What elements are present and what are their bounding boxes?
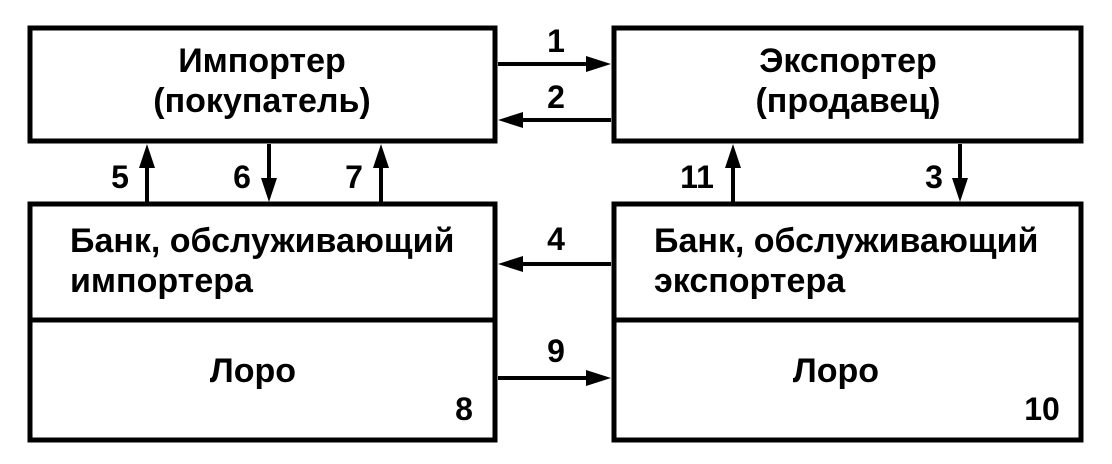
exporter-node: Экспортер (продавец) [611,25,1084,144]
flow-4-label: 4 [547,221,565,257]
flow-11-label: 11 [680,159,714,195]
exporter-bank-node: Банк, обслуживающий экспортера Лоро 10 [611,201,1084,443]
exporter-line2: (продавец) [755,82,940,120]
flow-2-arrow: 2 [498,79,611,128]
flow-7-arrow: 7 [345,144,389,202]
flow-6-label: 6 [233,159,251,195]
exporter-bank-loro-label: Лоро [793,352,879,390]
importer-line1: Импортер [178,42,346,80]
flow-1-label: 1 [547,23,565,59]
exporter-bank-number: 10 [1024,391,1060,427]
importer-bank-node: Банк, обслуживающий импортера Лоро 8 [27,201,498,443]
exporter-bank-line1: Банк, обслуживающий [654,222,1038,260]
flow-9-arrow: 9 [498,333,611,386]
exporter-box [611,25,1084,144]
flow-9-label: 9 [547,333,565,369]
flow-3-label: 3 [925,159,943,195]
importer-box [27,25,498,144]
flow-3-arrow: 3 [925,144,968,202]
flow-11-arrow: 11 [680,144,741,202]
flow-5-arrow: 5 [111,144,155,202]
importer-bank-loro-label: Лоро [210,352,296,390]
flow-4-arrow: 4 [498,221,611,272]
importer-bank-number: 8 [455,391,473,427]
flow-7-label: 7 [345,159,363,195]
flow-1-arrow: 1 [498,23,611,72]
exporter-line1: Экспортер [759,42,937,80]
flow-5-label: 5 [111,159,129,195]
importer-line2: (покупатель) [153,82,370,120]
flow-6-arrow: 6 [233,144,277,202]
importer-bank-line1: Банк, обслуживающий [70,222,454,260]
importer-node: Импортер (покупатель) [27,25,498,144]
exporter-bank-line2: экспортера [654,262,846,300]
flow-2-label: 2 [547,79,565,115]
importer-bank-line2: импортера [70,262,254,300]
